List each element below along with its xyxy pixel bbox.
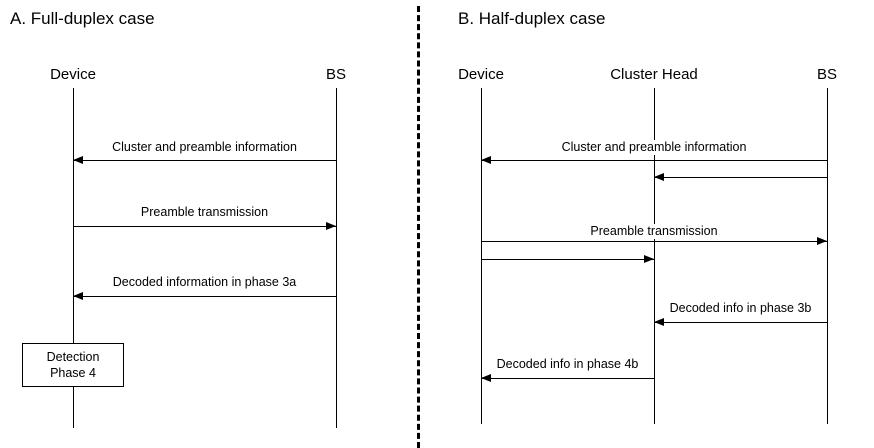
panel-b-lifeline-label-bs: BS [816, 66, 838, 83]
panel-a-lifeline-label-bs: BS [325, 66, 347, 83]
panel-a-arrow-cluster-and-preamble-information [73, 160, 336, 161]
panel-b-arrow-decoded-info-in-phase-4b [481, 378, 654, 379]
panel-a-arrowhead-cluster-and-preamble-information [73, 156, 83, 164]
detection-phase-4-box-line2: Phase 4 [50, 366, 96, 380]
panel-a-arrow-preamble-transmission [73, 226, 336, 227]
panel-b-lifeline-cluster-head [654, 88, 655, 424]
panel-b-arrow-cluster-and-preamble-information-to-cluster-head [654, 177, 827, 178]
panel-a-message-label-cluster-and-preamble-information: Cluster and preamble information [110, 140, 299, 155]
panel-b-lifeline-bs [827, 88, 828, 424]
panel-b-arrowhead-cluster-and-preamble-information-to-device [481, 156, 491, 164]
panel-b-message-label-decoded-info-in-phase-3b: Decoded info in phase 3b [667, 301, 814, 316]
panel-b-arrowhead-preamble-transmission-to-cluster-head [644, 255, 654, 263]
panel-b-lifeline-label-cluster-head: Cluster Head [610, 66, 698, 83]
detection-phase-4-box-line1: Detection [46, 350, 100, 364]
panel-b-lifeline-device [481, 88, 482, 424]
panel-a-message-label-preamble-transmission: Preamble transmission [138, 205, 271, 220]
panel-a-lifeline-bs [336, 88, 337, 428]
panel-a-arrowhead-preamble-transmission [326, 222, 336, 230]
panel-b-arrowhead-decoded-info-in-phase-4b [481, 374, 491, 382]
panel-b-arrowhead-decoded-info-in-phase-3b [654, 318, 664, 326]
panel-b-arrow-decoded-info-in-phase-3b [654, 322, 827, 323]
panel-b-message-label-decoded-info-in-phase-4b: Decoded info in phase 4b [494, 357, 641, 372]
panel-b-arrow-preamble-transmission-to-cluster-head [481, 259, 654, 260]
panel-b-message-label-preamble-transmission-to-bs: Preamble transmission [588, 224, 720, 239]
panel-a-lifeline-label-device: Device [50, 66, 96, 83]
panel-b-title: B. Half-duplex case [458, 9, 606, 28]
panel-divider [417, 6, 420, 448]
panel-a-message-label-decoded-information-in-phase-3a: Decoded information in phase 3a [110, 275, 299, 290]
panel-b-arrow-preamble-transmission-to-bs [481, 241, 827, 242]
panel-b-arrowhead-cluster-and-preamble-information-to-cluster-head [654, 173, 664, 181]
panel-a-arrowhead-decoded-information-in-phase-3a [73, 292, 83, 300]
panel-a-arrow-decoded-information-in-phase-3a [73, 296, 336, 297]
panel-a-title: A. Full-duplex case [10, 9, 155, 28]
panel-a-lifeline-device [73, 88, 74, 428]
panel-b-lifeline-label-device: Device [458, 66, 504, 83]
panel-b-arrowhead-preamble-transmission-to-bs [817, 237, 827, 245]
panel-b-message-label-cluster-and-preamble-information-to-device: Cluster and preamble information [559, 140, 749, 155]
panel-b-arrow-cluster-and-preamble-information-to-device [481, 160, 827, 161]
